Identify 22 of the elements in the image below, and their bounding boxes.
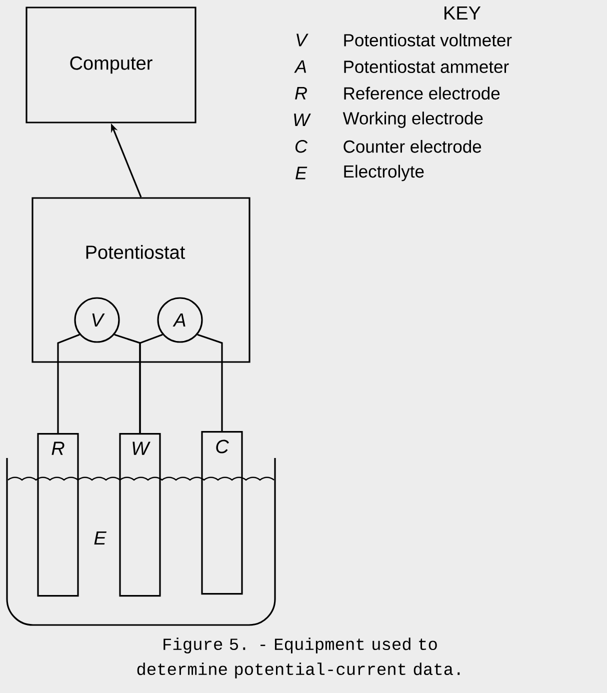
key-text: Reference electrode <box>344 86 500 100</box>
key-letter: C <box>295 140 308 153</box>
key-letter: A <box>294 60 306 73</box>
electrode: C <box>201 431 243 595</box>
computer-box: Computer <box>26 6 196 124</box>
wire <box>57 334 80 433</box>
key-heading: KEY <box>444 6 481 20</box>
key-text: Counter electrode <box>344 140 482 153</box>
key-text: Electrolyte <box>344 164 424 182</box>
wire <box>197 334 223 431</box>
key-text: Working electrode <box>342 112 483 128</box>
electrode: W <box>119 433 161 597</box>
key-letter: R <box>295 87 307 100</box>
key-letter: V <box>296 34 308 46</box>
wire <box>139 334 163 433</box>
key-text: Potentiostat voltmeter <box>344 34 512 46</box>
key-text: Potentiostat ammeter <box>344 60 509 74</box>
caption: Figure 5. - Equipment used to determine potential-current data. <box>137 638 460 678</box>
electrode: R <box>37 433 79 597</box>
beaker: E <box>6 458 276 626</box>
key-letter: W <box>294 114 311 126</box>
key-letter: E <box>296 166 308 180</box>
